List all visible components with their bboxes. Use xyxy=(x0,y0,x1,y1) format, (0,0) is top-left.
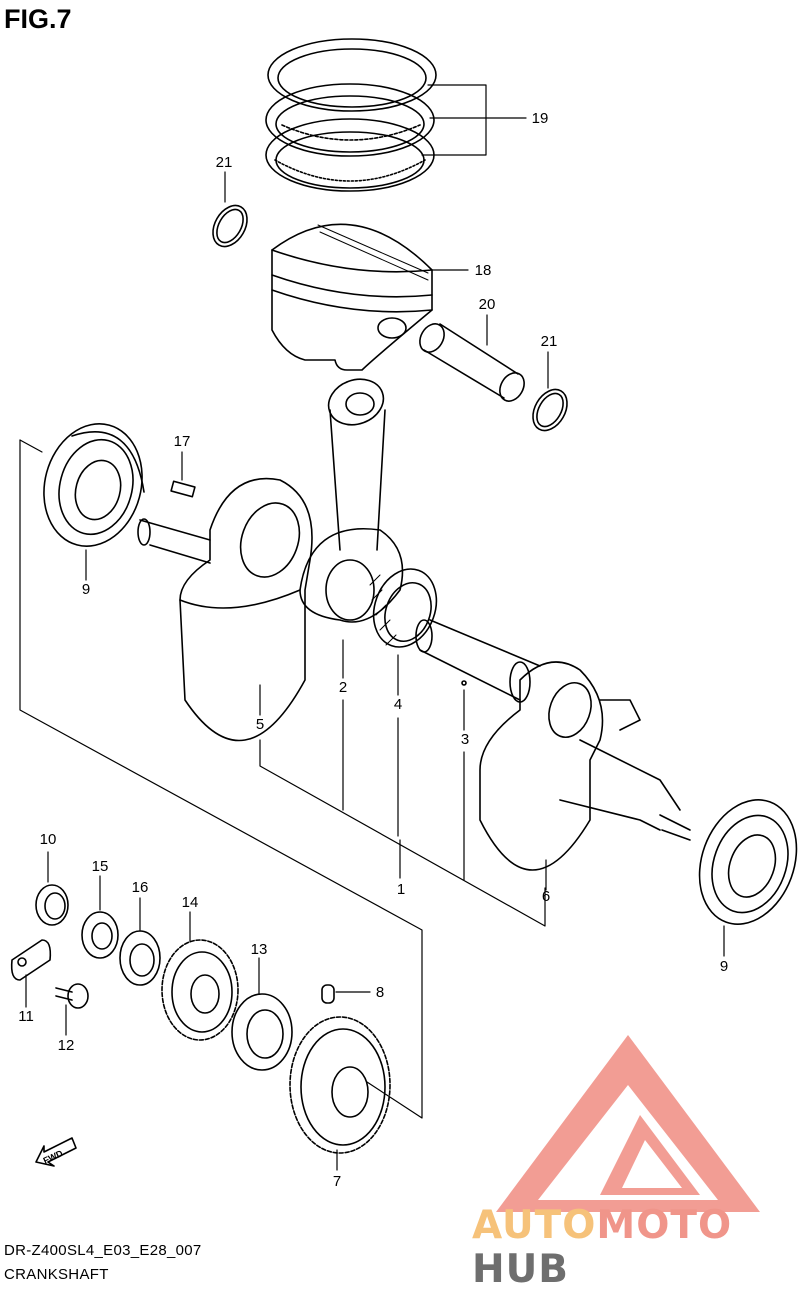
piston xyxy=(271,223,433,371)
callout-7: 7 xyxy=(332,1173,342,1190)
key xyxy=(170,480,196,498)
callout-5: 5 xyxy=(255,716,265,733)
right-crank-web xyxy=(479,661,691,871)
callout-16: 16 xyxy=(131,879,149,896)
bearing-13 xyxy=(231,993,293,1071)
gear-14 xyxy=(161,939,239,1041)
left-crank-web xyxy=(137,477,313,742)
fwd-arrow-icon xyxy=(35,1137,77,1167)
callout-12: 12 xyxy=(57,1037,75,1054)
callout-1: 1 xyxy=(396,881,406,898)
callout-18: 18 xyxy=(474,262,492,279)
pin-8 xyxy=(321,984,335,1004)
callout-8: 8 xyxy=(375,984,385,1001)
callout-6: 6 xyxy=(541,888,551,905)
watermark-wordmark: AUTOMOTO HUB xyxy=(472,1204,800,1290)
figure-title: FIG.7 xyxy=(4,4,72,34)
callout-9-right: 9 xyxy=(719,958,729,975)
bearing-10 xyxy=(35,884,69,926)
watermark-auto: AUTO xyxy=(472,1203,597,1248)
watermark-logo-icon xyxy=(496,1035,760,1212)
screw-12 xyxy=(55,983,89,1009)
leader-lines xyxy=(19,84,725,1171)
piston-rings xyxy=(265,38,437,192)
callout-13: 13 xyxy=(250,941,268,958)
callout-9-left: 9 xyxy=(81,581,91,598)
callout-17: 17 xyxy=(173,433,191,450)
callout-19: 19 xyxy=(531,110,549,127)
callout-3: 3 xyxy=(460,731,470,748)
callout-14: 14 xyxy=(181,894,199,911)
callout-15: 15 xyxy=(91,858,109,875)
watermark-moto: MOTO xyxy=(596,1203,733,1248)
drawing-code: DR-Z400SL4_E03_E28_007 xyxy=(4,1242,202,1259)
gear-7 xyxy=(289,1016,391,1154)
callout-21-right: 21 xyxy=(540,333,558,350)
circlip-left xyxy=(212,204,248,248)
connecting-rod xyxy=(299,378,404,623)
piston-pin xyxy=(419,323,525,402)
right-crank-bearing xyxy=(698,799,798,925)
retainer-plate-11 xyxy=(10,939,52,981)
callout-20: 20 xyxy=(478,296,496,313)
crank-pin xyxy=(415,619,541,703)
callout-10: 10 xyxy=(39,831,57,848)
nut-15 xyxy=(81,911,119,959)
needle-bearing xyxy=(369,568,438,648)
figure-caption: CRANKSHAFT xyxy=(4,1266,109,1283)
callout-2: 2 xyxy=(338,679,348,696)
washer-16 xyxy=(119,930,161,986)
left-crank-bearing xyxy=(43,423,145,547)
callout-11: 11 xyxy=(18,1008,34,1025)
callout-4: 4 xyxy=(393,696,403,713)
circlip-right xyxy=(532,388,568,432)
watermark-hub: HUB xyxy=(472,1247,570,1290)
callout-21-left: 21 xyxy=(215,154,233,171)
